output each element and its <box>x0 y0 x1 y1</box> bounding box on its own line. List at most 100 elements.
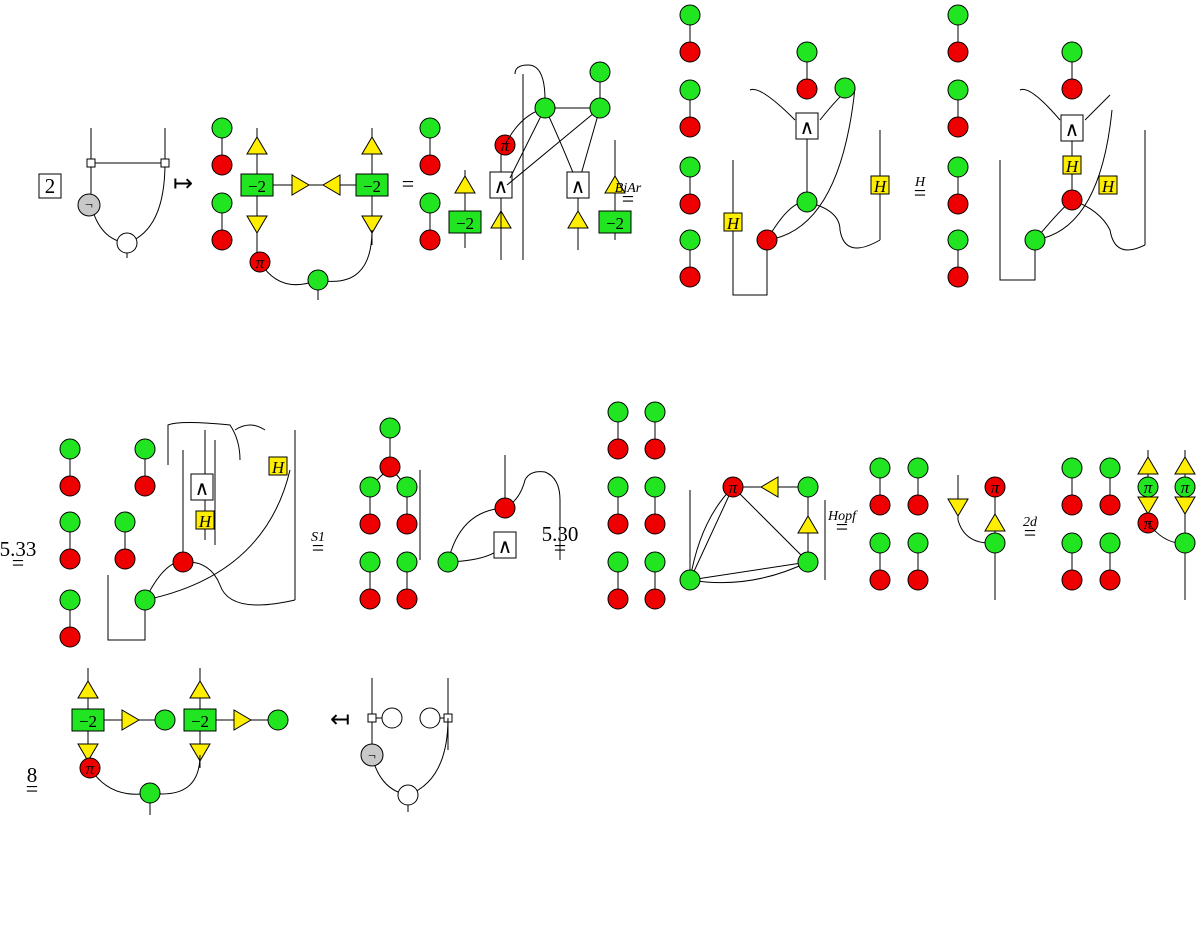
green-spider <box>907 532 929 554</box>
red-spider <box>59 475 81 497</box>
label-eq: = <box>622 186 634 211</box>
wire <box>107 575 146 641</box>
red-spider <box>722 476 744 498</box>
wire <box>514 64 546 101</box>
red-spider <box>379 456 401 478</box>
wire <box>144 469 291 601</box>
green-spider <box>797 476 819 498</box>
red-spider <box>644 513 666 535</box>
red-spider <box>1061 494 1083 516</box>
red-spider <box>679 266 701 288</box>
green-spider <box>644 551 666 573</box>
green-spider <box>211 117 233 139</box>
label-eq: = <box>312 535 324 560</box>
white-spider <box>419 707 441 729</box>
wedge-box <box>190 473 214 501</box>
green-spider <box>1061 457 1083 479</box>
green-spider <box>267 709 289 731</box>
label-eq: = <box>26 776 38 801</box>
grey-not-spider <box>77 193 101 217</box>
yellow-triangle-down <box>77 743 99 762</box>
red-spider <box>1061 189 1083 211</box>
label-eight: 8 <box>27 763 38 787</box>
white-spider <box>116 232 138 254</box>
green-spider <box>607 401 629 423</box>
green-spider <box>359 551 381 573</box>
label-wedge: ∧ <box>1065 119 1080 141</box>
red-spider <box>1099 494 1121 516</box>
wedge-box <box>489 171 513 199</box>
yellow-triangle-up <box>189 680 211 699</box>
green-spider <box>534 97 556 119</box>
grey-not-spider <box>360 743 384 767</box>
yellow-triangle-up <box>1174 456 1196 475</box>
yellow-triangle-up <box>77 680 99 699</box>
label-eq: = <box>836 514 848 539</box>
label-h: H <box>198 512 213 531</box>
label-wedge: ∧ <box>571 176 586 198</box>
wire <box>1071 199 1146 251</box>
label-pi: π <box>991 478 1000 497</box>
yellow-triangle-down <box>246 215 268 234</box>
wire <box>509 107 546 179</box>
red-spider <box>756 229 778 251</box>
green-spider <box>419 192 441 214</box>
label-eq: = <box>914 180 926 205</box>
red-spider <box>419 229 441 251</box>
label-pi: π <box>1181 478 1190 497</box>
green-spider <box>947 4 969 26</box>
red-spider <box>1061 78 1083 100</box>
label-mapsfrom: ↤ <box>330 707 350 733</box>
red-spider <box>907 569 929 591</box>
green-spider <box>154 709 176 731</box>
red-spider <box>679 41 701 63</box>
label-minus_two: −2 <box>363 177 381 196</box>
red-spider <box>249 251 271 273</box>
wire <box>732 486 809 563</box>
green-minus-two-box <box>71 708 105 732</box>
hadamard-box <box>870 175 890 195</box>
small-square <box>367 713 377 723</box>
wire <box>1019 88 1061 121</box>
yellow-triangle-left <box>322 174 341 196</box>
red-spider <box>211 229 233 251</box>
label-wedge: ∧ <box>195 478 210 500</box>
label-twod: 2d <box>1023 515 1038 530</box>
red-spider <box>59 626 81 648</box>
wire <box>1034 109 1113 241</box>
green-spider <box>1174 532 1196 554</box>
wedge-box <box>1060 114 1084 142</box>
green-spider <box>59 589 81 611</box>
red-spider <box>644 588 666 610</box>
green-spider <box>307 269 329 291</box>
green-spider <box>947 156 969 178</box>
red-spider <box>1099 569 1121 591</box>
green-minus-two-box <box>240 173 274 197</box>
red-spider <box>359 588 381 610</box>
green-spider <box>796 191 818 213</box>
hadamard-box <box>1062 155 1082 175</box>
wire <box>689 561 809 584</box>
hadamard-box <box>723 212 743 232</box>
small-square <box>160 158 170 168</box>
green-spider <box>134 589 156 611</box>
label-r533: 5.33 <box>0 537 36 561</box>
red-spider <box>607 588 629 610</box>
label-h: H <box>271 458 286 477</box>
green-spider <box>396 551 418 573</box>
green-spider <box>1024 229 1046 251</box>
green-spider <box>679 229 701 251</box>
red-spider <box>79 757 101 779</box>
label-h: H <box>726 214 741 233</box>
green-spider <box>644 401 666 423</box>
red-spider <box>869 494 891 516</box>
green-spider <box>869 457 891 479</box>
yellow-triangle-up <box>246 136 268 155</box>
green-spider <box>139 782 161 804</box>
red-spider <box>947 116 969 138</box>
yellow-triangle-up <box>797 515 819 534</box>
label-h: H <box>1101 177 1116 196</box>
label-pi: π <box>1144 478 1153 497</box>
wire <box>806 201 881 249</box>
